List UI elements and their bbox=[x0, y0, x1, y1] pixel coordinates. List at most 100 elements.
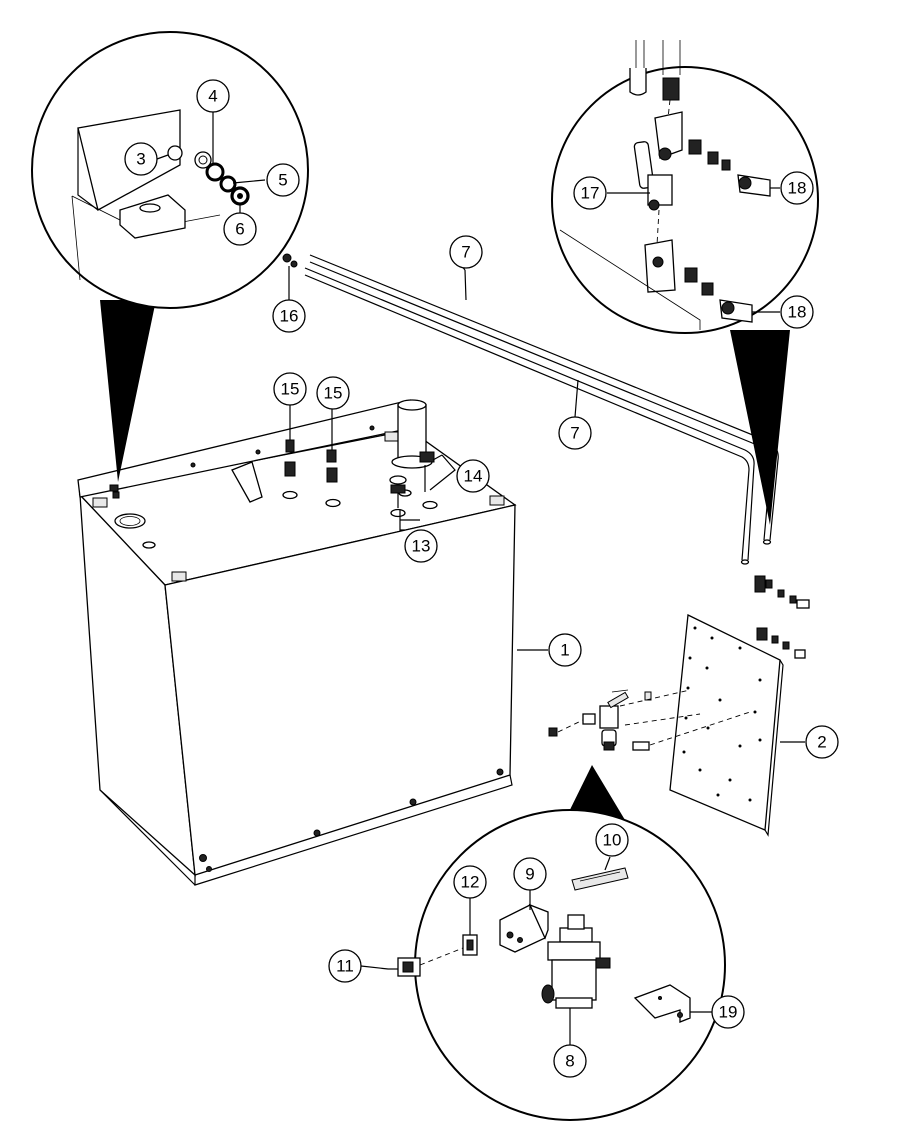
callout-14: 14 bbox=[456, 459, 490, 493]
part-12-hole bbox=[466, 939, 474, 951]
callout-7a-label: 7 bbox=[461, 243, 470, 262]
callout-17: 17 bbox=[573, 176, 607, 210]
port-opening bbox=[282, 490, 298, 500]
rail-hole bbox=[255, 449, 261, 455]
leader-7b bbox=[574, 379, 579, 418]
fitting-upper-3 bbox=[721, 159, 731, 171]
corner-lug bbox=[171, 571, 187, 582]
port-opening bbox=[325, 498, 341, 508]
detail-plate-edge bbox=[77, 128, 99, 211]
part-18-upper-nut bbox=[738, 176, 752, 190]
part-8-filter-cap bbox=[547, 941, 601, 961]
callout-16: 16 bbox=[272, 299, 306, 333]
callout-17-label: 17 bbox=[581, 184, 600, 203]
gauge-clip bbox=[419, 451, 435, 463]
callout-18b: 18 bbox=[780, 295, 814, 329]
callout-5-label: 5 bbox=[278, 171, 287, 190]
assembly-dash bbox=[656, 209, 660, 246]
leader-5 bbox=[232, 179, 266, 184]
part-8-port bbox=[541, 984, 555, 1004]
panel-board bbox=[669, 614, 781, 831]
callout-2: 2 bbox=[805, 725, 839, 759]
part-5-nut bbox=[205, 162, 225, 182]
panel-edge bbox=[764, 659, 784, 837]
part-9-bracket-side bbox=[528, 903, 549, 940]
port-opening bbox=[142, 541, 156, 549]
flange-bolt bbox=[199, 854, 207, 862]
rail-fitting-small bbox=[109, 484, 120, 499]
callout-4-label: 4 bbox=[208, 87, 217, 106]
fitting-lower-2 bbox=[701, 282, 714, 296]
mounting-panel bbox=[669, 614, 805, 837]
callout-13: 13 bbox=[404, 529, 438, 563]
small-fitting bbox=[789, 595, 797, 604]
small-fitting bbox=[765, 579, 773, 589]
callout-6-label: 6 bbox=[235, 220, 244, 239]
part-19-hole bbox=[677, 1012, 683, 1018]
leader-13 bbox=[399, 510, 405, 531]
leader-14 bbox=[429, 454, 456, 491]
callout-1: 1 bbox=[548, 633, 582, 667]
fitting-lower-1 bbox=[684, 267, 698, 283]
fitting-upper-2 bbox=[707, 151, 719, 165]
callout-9: 9 bbox=[513, 857, 547, 891]
fill-cap bbox=[114, 513, 146, 529]
vent-pipe bbox=[231, 461, 263, 503]
hose-end-left bbox=[629, 68, 647, 96]
callout-18b-label: 18 bbox=[788, 303, 807, 322]
callout-13-label: 13 bbox=[412, 537, 431, 556]
part-10-label-text-lines bbox=[579, 871, 621, 882]
corner-lug bbox=[92, 497, 108, 508]
callout-15a-label: 15 bbox=[281, 380, 300, 399]
part-11-switch-rocker bbox=[402, 961, 414, 973]
fuel-line-lower-b bbox=[304, 274, 750, 561]
callout-15b: 15 bbox=[316, 376, 350, 410]
small-switch bbox=[548, 727, 558, 737]
flange-bolt bbox=[496, 768, 504, 776]
detail-circle-border bbox=[551, 66, 819, 334]
detail-block bbox=[119, 194, 186, 239]
assembly-dash bbox=[419, 947, 464, 966]
leader-3 bbox=[156, 154, 169, 160]
fuel-line-lower-a bbox=[304, 267, 755, 561]
callout-11: 11 bbox=[328, 949, 362, 983]
part-16-fitting bbox=[282, 253, 292, 263]
part-8-filter-bowl bbox=[551, 959, 597, 1001]
part-16-fitting bbox=[290, 260, 298, 268]
callout-2-label: 2 bbox=[817, 733, 826, 752]
port-opening bbox=[390, 508, 406, 518]
part-8-filter-base bbox=[555, 997, 593, 1009]
callout-8: 8 bbox=[553, 1044, 587, 1078]
part-6-center bbox=[237, 193, 243, 199]
callout-15a: 15 bbox=[273, 372, 307, 406]
detail-circle-top-right bbox=[551, 40, 819, 525]
detail-pointer-wedge bbox=[100, 300, 156, 482]
callout-6: 6 bbox=[223, 212, 257, 246]
assembly-dash bbox=[624, 713, 701, 726]
part-17-valve-body bbox=[647, 174, 673, 206]
tee-upper-port bbox=[658, 147, 672, 161]
part-3-washer bbox=[167, 145, 183, 161]
detail-pointer-wedge bbox=[730, 330, 790, 525]
detail-block-hole bbox=[139, 203, 161, 213]
fill-cap-inner bbox=[119, 516, 141, 526]
callout-19: 19 bbox=[711, 995, 745, 1029]
part-8-filter-head bbox=[559, 927, 593, 943]
small-valve bbox=[754, 575, 766, 593]
callout-7b: 7 bbox=[558, 416, 592, 450]
fitting-15-left bbox=[284, 405, 296, 477]
part-19-bracket bbox=[633, 984, 691, 1023]
callout-18a: 18 bbox=[780, 171, 814, 205]
rail-hole bbox=[369, 425, 375, 431]
small-filter-base bbox=[603, 741, 615, 751]
part-9-hole bbox=[506, 931, 514, 939]
line-end bbox=[762, 539, 772, 545]
callout-15b-label: 15 bbox=[324, 384, 343, 403]
callout-3-label: 3 bbox=[136, 150, 145, 169]
hose-nut bbox=[662, 77, 680, 101]
part-8-filter-top bbox=[567, 914, 585, 930]
fitting-13 bbox=[389, 475, 407, 508]
callout-16-label: 16 bbox=[280, 307, 299, 326]
